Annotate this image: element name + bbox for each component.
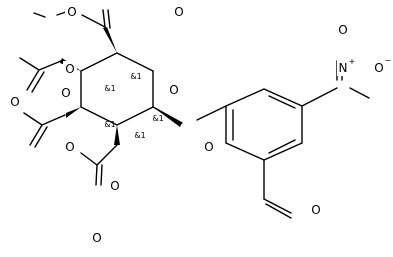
wedge-bond-c3	[66, 107, 81, 118]
acetoxy-oxygen-label-2: O	[65, 140, 74, 154]
acetyl-carbonyl-oxygen-label-3: O	[92, 231, 101, 245]
acetoxy-oxygen-label-3: O	[110, 179, 119, 193]
ester-carbonyl-oxygen-label: O	[174, 5, 183, 19]
nitro-oxygen-label-top: O	[338, 23, 347, 37]
stereo-label-c2: &1	[134, 131, 145, 140]
wedge-bond-c1	[153, 107, 182, 127]
acetoxy-oxygen-label-1: O	[65, 62, 74, 76]
stereo-bonds	[60, 27, 182, 145]
nitro-oxygen-label-right: O	[374, 61, 383, 75]
glycosidic-oxygen-label: O	[204, 140, 213, 154]
stereo-label-c3: &1	[104, 120, 115, 129]
aldehyde-oxygen-label: O	[311, 203, 320, 217]
wedge-bond-c5	[103, 27, 117, 53]
stereo-label-c4: &1	[104, 84, 115, 93]
nitro-nitrogen-label: N	[339, 61, 348, 75]
wedge-bond-c2	[114, 125, 120, 145]
stereo-descriptors: &1 &1 &1 &1 &1	[104, 72, 163, 140]
stereo-label-c1: &1	[152, 114, 163, 123]
stereo-label-c5: &1	[130, 72, 141, 81]
nitro-positive-charge: +	[349, 57, 356, 66]
ring-oxygen-label: O	[169, 83, 178, 97]
atom-labels: O O O O O O O O O O N + O O − O	[8, 4, 391, 246]
acetyl-carbonyl-oxygen-label-2: O	[61, 86, 70, 100]
bonds	[19, 8, 370, 219]
acetyl-carbonyl-oxygen-label-1: O	[10, 95, 19, 109]
ester-oxygen-label: O	[67, 5, 76, 19]
nitro-negative-charge: −	[385, 56, 392, 65]
